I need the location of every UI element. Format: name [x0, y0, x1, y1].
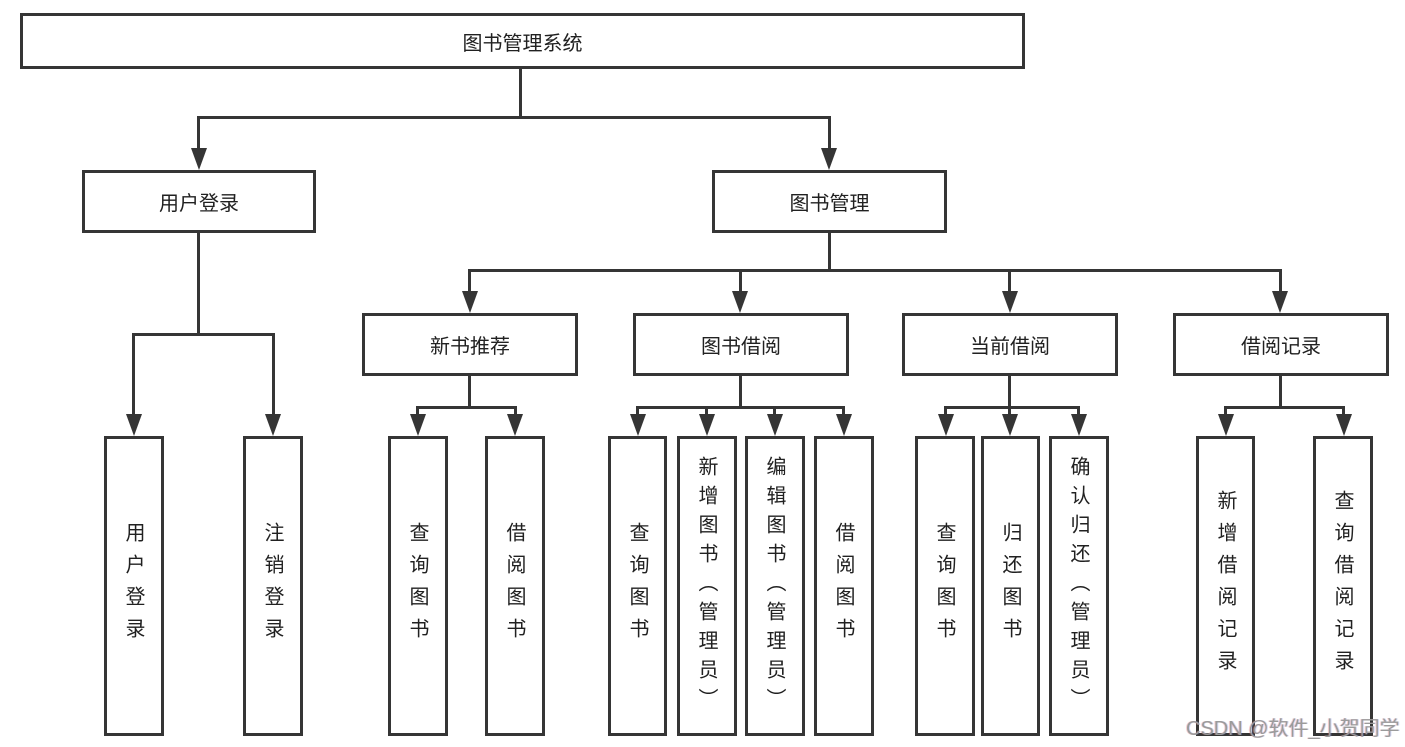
connector-drop-new-book-rec: [468, 269, 471, 296]
arrowhead-leaf-user-login: [126, 414, 142, 436]
node-leaf-query-record: 查询借阅记录: [1313, 436, 1373, 736]
connector-groupB-stem: [739, 376, 742, 409]
connector-groupB-split: [636, 406, 845, 409]
node-leaf-add-record: 新增借阅记录: [1196, 436, 1255, 736]
arrowhead-query-books-c: [938, 414, 954, 436]
connector-groupC-split: [944, 406, 1080, 409]
arrowhead-leaf-logout: [265, 414, 281, 436]
connector-drop-current-borrow: [1008, 269, 1011, 296]
arrowhead-new-book-rec: [462, 291, 478, 313]
arrowhead-borrow-books-b: [836, 414, 852, 436]
connector-groupC-stem: [1008, 376, 1011, 409]
connector-drop-confirm-return: [1077, 406, 1080, 420]
node-leaf-query-books-c: 查询图书: [915, 436, 975, 736]
node-leaf-query-books-a: 查询图书: [388, 436, 448, 736]
connector-drop-query-books-b: [636, 406, 639, 420]
connector-root-stem: [519, 69, 522, 118]
connector-book-mgmt-split: [468, 269, 1282, 272]
arrowhead-query-books-a: [410, 414, 426, 436]
connector-drop-user-login: [197, 116, 200, 152]
arrowhead-borrow-records: [1272, 291, 1288, 313]
node-borrow-records: 借阅记录: [1173, 313, 1389, 376]
connector-drop-query-books-c: [944, 406, 947, 420]
connector-groupA-stem: [468, 376, 471, 409]
connector-drop-borrow-records: [1279, 269, 1282, 296]
arrowhead-current-borrow: [1002, 291, 1018, 313]
connector-user-login-stem: [197, 233, 200, 336]
connector-groupD-split: [1224, 406, 1345, 409]
node-leaf-add-book: 新增图书（管理员）: [677, 436, 737, 736]
connector-groupA-split: [416, 406, 517, 409]
connector-book-mgmt-stem: [828, 233, 831, 272]
connector-drop-borrow-books-b: [842, 406, 845, 420]
node-book-borrow: 图书借阅: [633, 313, 849, 376]
node-root: 图书管理系统: [20, 13, 1025, 69]
node-leaf-confirm-return: 确认归还（管理员）: [1049, 436, 1109, 736]
connector-groupD-stem: [1279, 376, 1282, 409]
node-new-book-rec: 新书推荐: [362, 313, 578, 376]
arrowhead-book-mgmt: [821, 148, 837, 170]
arrowhead-book-borrow: [732, 291, 748, 313]
node-leaf-query-books-b: 查询图书: [608, 436, 667, 736]
arrowhead-edit-book: [767, 414, 783, 436]
node-leaf-user-login: 用户登录: [104, 436, 164, 736]
arrowhead-query-books-b: [630, 414, 646, 436]
connector-drop-book-mgmt: [828, 116, 831, 152]
arrowhead-return-book: [1002, 414, 1018, 436]
connector-drop-edit-book: [773, 406, 776, 420]
node-book-mgmt: 图书管理: [712, 170, 947, 233]
connector-user-login-split: [132, 333, 275, 336]
connector-drop-add-book: [705, 406, 708, 420]
connector-drop-leaf-logout: [272, 333, 275, 418]
arrowhead-add-book: [699, 414, 715, 436]
connector-drop-query-books-a: [416, 406, 419, 420]
node-leaf-edit-book: 编辑图书（管理员）: [745, 436, 805, 736]
connector-drop-book-borrow: [739, 269, 742, 296]
node-leaf-borrow-books-b: 借阅图书: [814, 436, 874, 736]
arrowhead-query-record: [1336, 414, 1352, 436]
node-current-borrow: 当前借阅: [902, 313, 1118, 376]
arrowhead-user-login: [191, 148, 207, 170]
connector-drop-borrow-books-a: [514, 406, 517, 420]
node-leaf-logout: 注销登录: [243, 436, 303, 736]
connector-drop-leaf-user-login: [132, 333, 135, 418]
node-leaf-borrow-books-a: 借阅图书: [485, 436, 545, 736]
connector-drop-return-book: [1008, 406, 1011, 420]
arrowhead-add-record: [1218, 414, 1234, 436]
connector-drop-query-record: [1342, 406, 1345, 420]
arrowhead-borrow-books-a: [507, 414, 523, 436]
arrowhead-confirm-return: [1071, 414, 1087, 436]
connector-drop-add-record: [1224, 406, 1227, 420]
node-leaf-return-book: 归还图书: [981, 436, 1040, 736]
watermark-text: CSDN @软件_小贺同学: [1186, 718, 1400, 740]
node-user-login: 用户登录: [82, 170, 316, 233]
connector-root-split: [197, 116, 831, 119]
